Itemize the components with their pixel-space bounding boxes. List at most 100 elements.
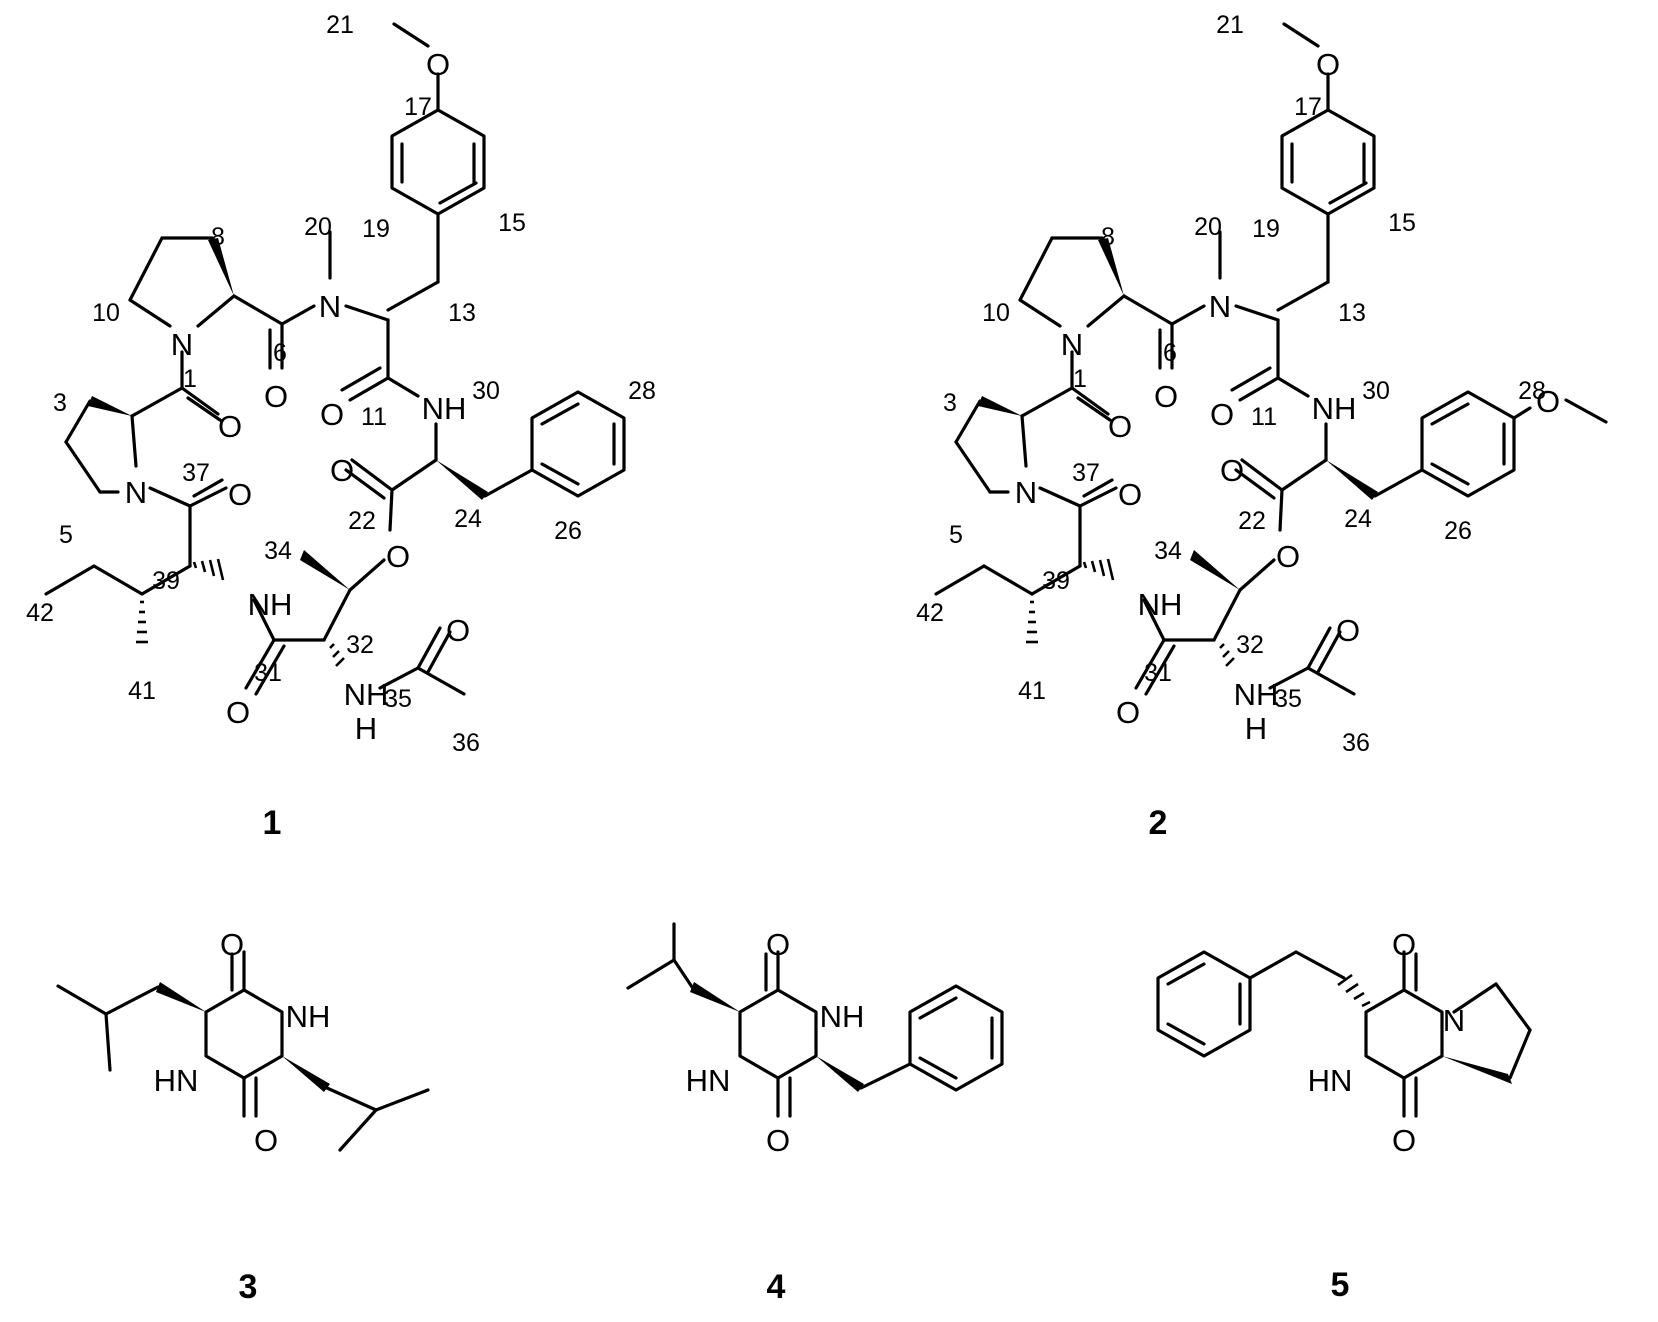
atom-o-label: O <box>218 409 242 444</box>
atom-o-label: O <box>1220 453 1244 488</box>
atom-n-label: N <box>1209 289 1231 324</box>
locant-label: 32 <box>1236 631 1264 659</box>
atom-o-label: O <box>426 47 450 82</box>
atom-n-label: N <box>1015 475 1037 510</box>
atom-h-label: H <box>355 711 377 746</box>
locant-label: 39 <box>152 567 180 595</box>
locant-label: 11 <box>361 403 387 431</box>
locant-label: 13 <box>1338 299 1366 327</box>
atom-nh-label: NH <box>1312 391 1357 426</box>
locant-label: 21 <box>326 11 354 39</box>
locant-label: 28 <box>628 377 656 405</box>
compound-4-structure <box>626 922 1004 1118</box>
compound-3-structure <box>56 950 430 1152</box>
atom-nh-label: NH <box>344 677 389 712</box>
locant-label: 42 <box>26 599 54 627</box>
compound-1-structure <box>44 22 626 696</box>
atom-nh-label: NH <box>1234 677 1279 712</box>
locant-label: 19 <box>1252 215 1280 243</box>
compound-2-structure <box>934 22 1608 696</box>
locant-label: 13 <box>448 299 476 327</box>
locant-label: 24 <box>454 505 482 533</box>
atom-nh-label: NH <box>286 999 331 1034</box>
locant-label: 26 <box>1444 517 1472 545</box>
locant-label: 8 <box>1101 223 1115 251</box>
locant-label: 39 <box>1042 567 1070 595</box>
atom-o-label: O <box>1116 695 1140 730</box>
atom-o-label: O <box>1276 539 1300 574</box>
locant-label: 19 <box>362 215 390 243</box>
locant-label: 21 <box>1216 11 1244 39</box>
atom-nh-label: NH <box>422 391 467 426</box>
atom-o-label: O <box>766 927 790 962</box>
locant-label: 8 <box>211 223 225 251</box>
locant-label: 35 <box>384 685 412 713</box>
atom-nh-label: NH <box>248 587 293 622</box>
locant-label: 34 <box>1154 537 1182 565</box>
locant-label: 3 <box>53 389 67 417</box>
locant-label: 31 <box>254 659 282 687</box>
atom-o-label: O <box>1316 47 1340 82</box>
locant-label: 15 <box>1388 209 1416 237</box>
locant-label: 41 <box>128 677 156 705</box>
locant-label: 10 <box>92 299 120 327</box>
locant-label: 22 <box>348 507 376 535</box>
atom-labels-3-4-5: O NH HN O O NH HN O O N HN O <box>154 927 1466 1158</box>
locant-label: 26 <box>554 517 582 545</box>
locant-label: 1 <box>1073 365 1087 393</box>
locant-label: 15 <box>498 209 526 237</box>
atom-n-label: N <box>1061 327 1083 362</box>
atom-o-label: O <box>446 613 470 648</box>
locant-label: 35 <box>1274 685 1302 713</box>
locant-label: 22 <box>1238 507 1266 535</box>
atom-n-label: N <box>1443 1003 1465 1038</box>
locant-label: 34 <box>264 537 292 565</box>
compound-number-4: 4 <box>767 1268 786 1306</box>
locant-label: 6 <box>1163 339 1177 367</box>
locant-label: 10 <box>982 299 1010 327</box>
atom-o-label: O <box>254 1123 278 1158</box>
atom-hn-label: HN <box>686 1063 731 1098</box>
locant-label: 11 <box>1251 403 1277 431</box>
atom-o-label: O <box>1154 379 1178 414</box>
locant-label: 31 <box>1144 659 1172 687</box>
locant-label: 17 <box>404 93 432 121</box>
atom-o-label: O <box>1392 1123 1416 1158</box>
atom-n-label: N <box>319 289 341 324</box>
locant-label: 17 <box>1294 93 1322 121</box>
atom-o-label: O <box>226 695 250 730</box>
atom-o-label: O <box>1118 477 1142 512</box>
atom-o-label: O <box>264 379 288 414</box>
compound-5-structure <box>1156 950 1532 1118</box>
locant-label: 24 <box>1344 505 1372 533</box>
locant-label: 6 <box>273 339 287 367</box>
atom-o-label: O <box>1536 384 1560 419</box>
compound-number-2: 2 <box>1149 804 1168 842</box>
locant-label: 42 <box>916 599 944 627</box>
locant-label: 41 <box>1018 677 1046 705</box>
atom-n-label: N <box>125 475 147 510</box>
atom-n-label: N <box>171 327 193 362</box>
atom-hn-label: HN <box>1308 1063 1353 1098</box>
atom-o-label: O <box>766 1123 790 1158</box>
atom-nh-label: NH <box>820 999 865 1034</box>
locant-label: 36 <box>1342 729 1370 757</box>
atom-o-label: O <box>320 397 344 432</box>
atom-o-label: O <box>1336 613 1360 648</box>
locant-label: 28 <box>1518 377 1546 405</box>
locant-label: 20 <box>304 213 332 241</box>
compound-number-1: 1 <box>263 804 282 842</box>
atom-o-label: O <box>1392 927 1416 962</box>
atom-hn-label: HN <box>154 1063 199 1098</box>
atom-o-label: O <box>386 539 410 574</box>
locant-label: 5 <box>949 521 963 549</box>
atom-o-label: O <box>220 927 244 962</box>
locant-label: 30 <box>1362 377 1390 405</box>
locant-label: 32 <box>346 631 374 659</box>
compound-number-3: 3 <box>239 1268 258 1306</box>
locant-label: 36 <box>452 729 480 757</box>
